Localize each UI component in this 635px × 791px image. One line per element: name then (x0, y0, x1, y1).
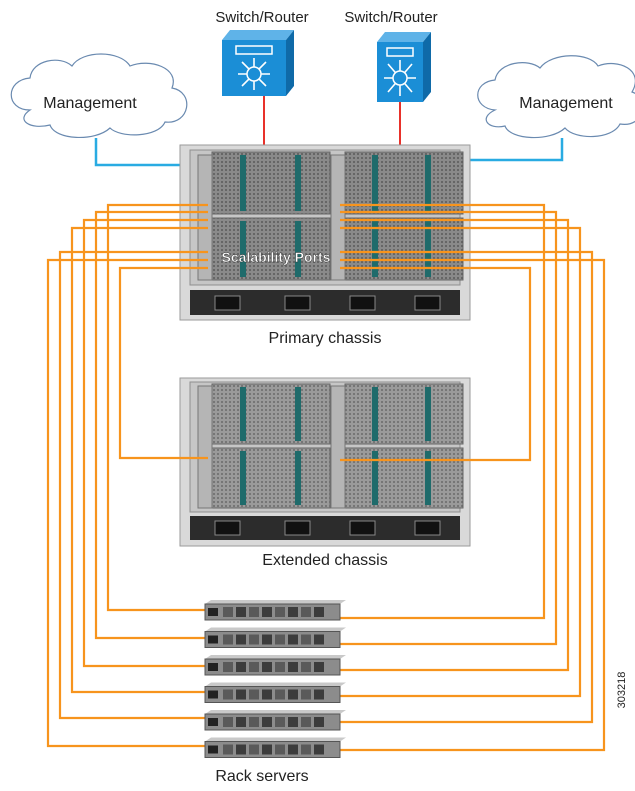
extended-chassis-label: Extended chassis (262, 552, 387, 569)
switch-router-left (222, 30, 294, 96)
cables-left (46, 203, 208, 748)
switch-label-left: Switch/Router (215, 9, 308, 26)
management-cloud-right (477, 55, 635, 139)
management-link-left (94, 138, 208, 167)
rack-server (204, 655, 346, 676)
switch-router-right (377, 32, 431, 102)
rack-servers-label: Rack servers (215, 768, 308, 785)
rack-server (204, 737, 346, 758)
rack-server (204, 682, 346, 703)
management-cloud-left (10, 53, 188, 139)
figure-id: 303218 (616, 672, 628, 709)
switch-label-right: Switch/Router (344, 9, 437, 26)
rack-server (204, 600, 346, 621)
cables-right (340, 203, 606, 752)
scalability-ports-label: Scalability Ports (222, 249, 331, 265)
rack-servers (204, 600, 346, 758)
management-label-left: Management (43, 95, 137, 112)
primary-chassis-label: Primary chassis (269, 330, 382, 347)
management-label-right: Management (519, 95, 613, 112)
rack-server (204, 627, 346, 648)
primary-chassis (179, 144, 471, 321)
extended-chassis (179, 377, 471, 547)
rack-server (204, 710, 346, 731)
